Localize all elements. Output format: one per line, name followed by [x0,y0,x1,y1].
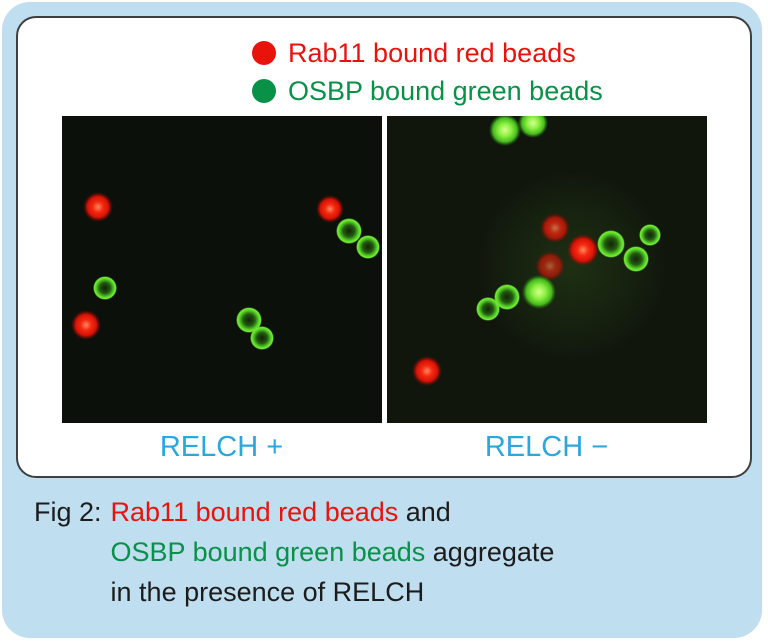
panel-label-relch-plus: RELCH + [159,431,284,463]
green-solid-bead [488,116,521,146]
green-ring-bead [493,284,520,310]
caption-green-phrase: OSBP bound green beads [110,537,426,567]
red-bead-icon [252,41,276,65]
red-bead [534,251,565,281]
legend-item-red-beads: Rab11 bound red beads [252,38,576,68]
green-ring-bead [249,326,274,350]
caption-body: Rab11 bound red beads and OSBP bound gre… [111,492,555,612]
red-bead [566,234,599,266]
green-ring-bead [335,218,362,244]
green-ring-bead [355,235,380,259]
panel-label-relch-minus: RELCH − [484,431,609,463]
figure-caption: Fig 2: Rab11 bound red beads and OSBP bo… [16,478,748,612]
legend-label-green-beads: OSBP bound green beads [288,76,603,106]
caption-red-phrase: Rab11 bound red beads [110,497,399,527]
caption-line-1-suffix: and [398,497,451,527]
green-bead-icon [252,79,276,103]
red-bead [411,356,442,386]
green-ring-bead [92,276,117,300]
micrograph-row [18,116,750,423]
caption-line-2: OSBP bound green beads aggregate [111,532,555,572]
caption-line-1: Rab11 bound red beads and [111,492,555,532]
green-ring-bead [638,224,661,246]
caption-line-2-suffix: aggregate [425,537,555,567]
red-bead [82,192,113,222]
green-ring-bead [622,246,649,272]
green-ring-bead [596,230,625,258]
caption-line-3: in the presence of RELCH [110,577,425,607]
panel-label-row: RELCH + RELCH − [18,431,750,464]
green-solid-bead [521,275,556,309]
red-bead [539,213,570,243]
haze-bead [476,171,667,361]
figure-panel: Rab11 bound red beads OSBP bound green b… [16,16,752,478]
micrograph-relch-plus [61,116,382,423]
legend-item-green-beads: OSBP bound green beads [252,76,603,106]
green-solid-bead [517,116,548,138]
legend: Rab11 bound red beads OSBP bound green b… [252,38,698,106]
caption-figure-number: Fig 2: [34,497,102,527]
green-ring-bead [235,307,262,333]
red-bead [315,195,344,223]
legend-label-red-beads: Rab11 bound red beads [288,38,576,68]
red-bead [70,310,101,340]
micrograph-relch-minus [386,116,707,423]
green-ring-bead [475,297,500,321]
